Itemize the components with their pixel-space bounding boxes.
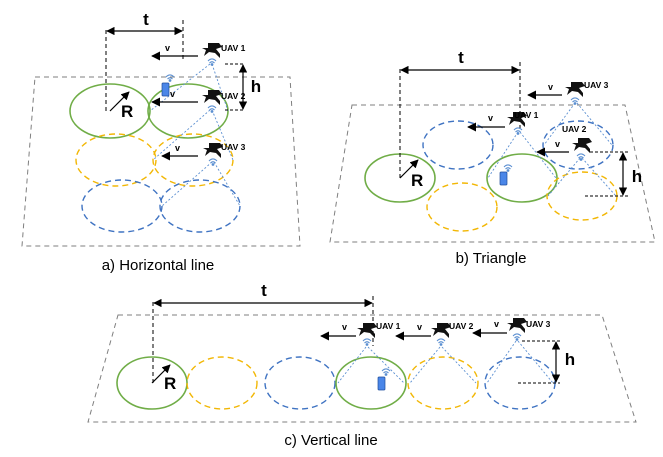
velocity-label-v: v — [417, 322, 422, 332]
serving-cell — [335, 356, 407, 410]
drone-icon — [202, 43, 222, 58]
uav-1: UAV 1 v — [467, 110, 539, 135]
radius-label-R: R — [121, 102, 133, 121]
velocity-label-v: v — [488, 113, 493, 123]
uav-label: UAV 2 — [562, 124, 587, 134]
wifi-signal-icon — [576, 153, 586, 161]
uav-label: UAV 1 — [376, 321, 401, 331]
coverage-cell — [542, 120, 614, 170]
radius-label-R: R — [164, 374, 176, 393]
uav-2: UAV 2 v — [151, 89, 246, 113]
uav-label: UAV 1 — [514, 110, 539, 120]
serving-cell — [116, 356, 188, 410]
altitude-label-h: h — [632, 167, 642, 186]
coverage-cell — [159, 179, 241, 233]
velocity-label-v: v — [555, 139, 560, 149]
ground-plane — [87, 314, 637, 423]
phone-icon — [377, 376, 386, 391]
uav-label: UAV 2 — [449, 321, 474, 331]
spacing-label-t: t — [143, 10, 149, 29]
drone-icon — [431, 323, 451, 338]
wifi-signal-icon — [512, 333, 522, 341]
spacing-label-t: t — [261, 281, 267, 300]
uav-3: UAV 3 v — [527, 80, 609, 105]
uav-3: UAV 3 v — [472, 318, 551, 341]
uav-3: UAV 3 v — [161, 142, 246, 166]
uav-1: UAV 1 v — [320, 321, 401, 346]
velocity-label-v: v — [548, 82, 553, 92]
drone-icon — [565, 82, 585, 97]
coverage-cell — [422, 120, 494, 170]
uav-label: UAV 3 — [526, 319, 551, 329]
wifi-signal-icon — [381, 368, 391, 376]
uav-label: UAV 3 — [221, 142, 246, 152]
uav-beam — [337, 340, 554, 384]
coverage-cell — [264, 356, 336, 410]
uav-label: UAV 2 — [221, 91, 246, 101]
phone-icon — [499, 171, 508, 186]
panel-vertical-line: t h R UAV 1 v UAV 2 v UAV 3 — [87, 281, 637, 449]
drone-icon — [203, 143, 223, 158]
wifi-signal-icon — [362, 338, 372, 346]
radius-label-R: R — [411, 171, 423, 190]
panel-triangle: t h R UAV 1 v UAV 2 v UAV 3 — [329, 48, 656, 267]
wifi-signal-icon — [207, 105, 217, 113]
coverage-cell — [152, 133, 234, 187]
drone-icon — [507, 318, 527, 333]
uav-2: UAV 2 v — [536, 124, 592, 161]
uav-beam — [149, 63, 241, 207]
velocity-label-v: v — [170, 89, 175, 99]
uav-label: UAV 3 — [584, 80, 609, 90]
radius-arrow — [399, 159, 419, 179]
altitude-label-h: h — [251, 77, 261, 96]
coverage-cell — [75, 133, 157, 187]
spacing-label-t: t — [458, 48, 464, 67]
radius-arrow — [109, 91, 130, 112]
panel-caption: b) Triangle — [456, 250, 527, 267]
coverage-cell — [186, 356, 258, 410]
phone-icon — [161, 82, 170, 97]
velocity-label-v: v — [165, 43, 170, 53]
panel-horizontal-line: t h R UAV 1 v UAV 2 v UAV 3 — [21, 10, 301, 274]
wifi-signal-icon — [503, 164, 513, 172]
serving-cell — [486, 153, 558, 203]
velocity-label-v: v — [175, 143, 180, 153]
drone-icon — [357, 323, 377, 338]
drone-icon — [572, 138, 592, 153]
velocity-label-v: v — [494, 319, 499, 329]
altitude-label-h: h — [565, 350, 575, 369]
wifi-signal-icon — [208, 158, 218, 166]
ground-plane — [21, 76, 301, 247]
uav-label: UAV 1 — [221, 43, 246, 53]
uav-1: UAV 1 v — [151, 43, 246, 66]
ground-plane — [329, 104, 656, 243]
coverage-cell — [426, 182, 498, 232]
panel-caption: c) Vertical line — [284, 432, 377, 449]
drone-icon — [202, 90, 222, 105]
velocity-label-v: v — [342, 322, 347, 332]
wifi-signal-icon — [165, 74, 175, 82]
uav-2: UAV 2 v — [395, 321, 474, 346]
coverage-cell — [81, 179, 163, 233]
coverage-cell — [407, 356, 479, 410]
panel-caption: a) Horizontal line — [102, 257, 215, 274]
radius-arrow — [151, 364, 171, 384]
wifi-signal-icon — [436, 338, 446, 346]
